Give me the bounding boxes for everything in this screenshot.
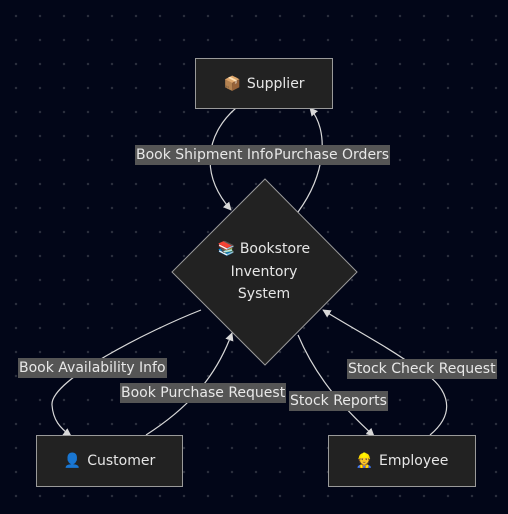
edge-label-stock-reports: Stock Reports [289, 391, 388, 411]
supplier-label: Supplier [246, 75, 305, 92]
inventory-system-label: 📚 Bookstore Inventory System [214, 238, 314, 306]
center-line-1: Bookstore [239, 241, 311, 257]
edge-label-stock-check: Stock Check Request [347, 359, 497, 379]
edge-label-shipment: Book Shipment Info [135, 145, 275, 165]
user-icon: 👤 [63, 453, 82, 469]
employee-label: Employee [379, 453, 449, 469]
center-line-3: System [237, 286, 291, 302]
edge-label-purchase-request: Book Purchase Request [120, 383, 287, 403]
supplier-node[interactable]: 📦 Supplier [195, 58, 333, 109]
edge-availability-line [51, 309, 202, 437]
employee-node[interactable]: 👷 Employee [328, 435, 476, 487]
center-line-2: Inventory [230, 263, 298, 280]
books-icon: 📚 [217, 241, 236, 257]
edge-stock-reports-line [297, 334, 375, 437]
customer-label: Customer [87, 453, 156, 469]
inventory-system-diamond[interactable] [171, 178, 358, 366]
edge-label-purchase-orders: Purchase Orders [273, 145, 391, 165]
worker-icon: 👷 [355, 453, 374, 469]
customer-node[interactable]: 👤 Customer [36, 435, 183, 487]
edge-label-availability: Book Availability Info [18, 358, 167, 378]
package-icon: 📦 [223, 75, 241, 92]
